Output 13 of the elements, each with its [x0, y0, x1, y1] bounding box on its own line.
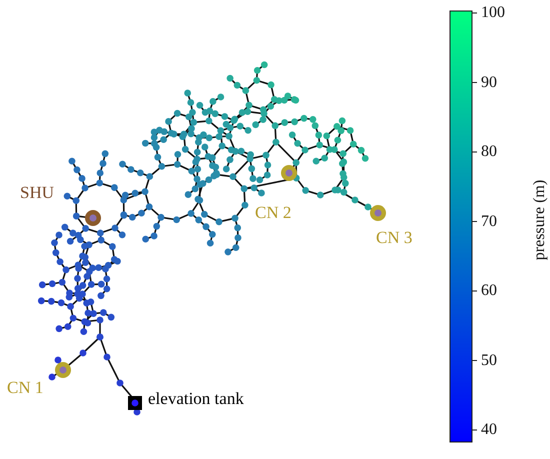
- point-label: CN 1: [7, 379, 44, 396]
- point-label: CN 3: [376, 229, 412, 246]
- tick-label: 40: [481, 422, 497, 438]
- axis-title: pressure (m): [532, 178, 548, 262]
- tick-label: 60: [481, 283, 497, 299]
- tick-label: 70: [481, 214, 497, 230]
- tick-label: 80: [481, 144, 497, 160]
- point-label: CN 2: [255, 204, 292, 221]
- tick-label: 90: [481, 74, 497, 90]
- point-label: elevation tank: [148, 390, 244, 407]
- point-label: SHU: [20, 184, 54, 201]
- tick-label: 50: [481, 352, 497, 368]
- tick-label: 100: [481, 5, 505, 21]
